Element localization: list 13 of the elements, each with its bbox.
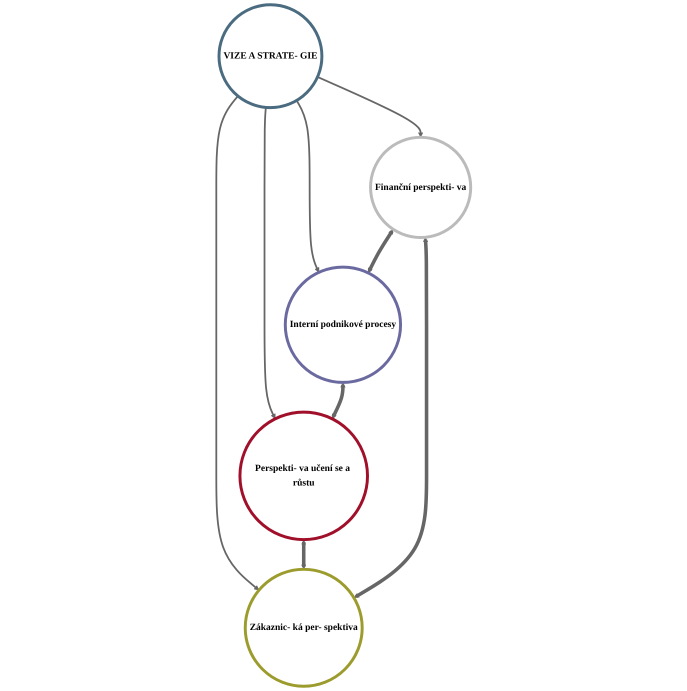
node-circle: Zákaznic- ká per- spektiva (244, 568, 364, 688)
arrow (296, 100, 320, 273)
node-circle: Interní podnikové procesy (284, 266, 402, 384)
arrow (354, 237, 428, 598)
arrow (332, 382, 346, 420)
node-circle: VIZE A STRATE- GIE (218, 3, 324, 110)
arrow (317, 76, 424, 138)
arrow (368, 229, 394, 274)
arrow (215, 95, 260, 590)
arrow (301, 540, 306, 570)
node-circle: Finanční perspekti- va (369, 136, 472, 239)
node-circle: Perspekti- va učení se a růstu (238, 410, 369, 542)
arrow (264, 107, 276, 420)
